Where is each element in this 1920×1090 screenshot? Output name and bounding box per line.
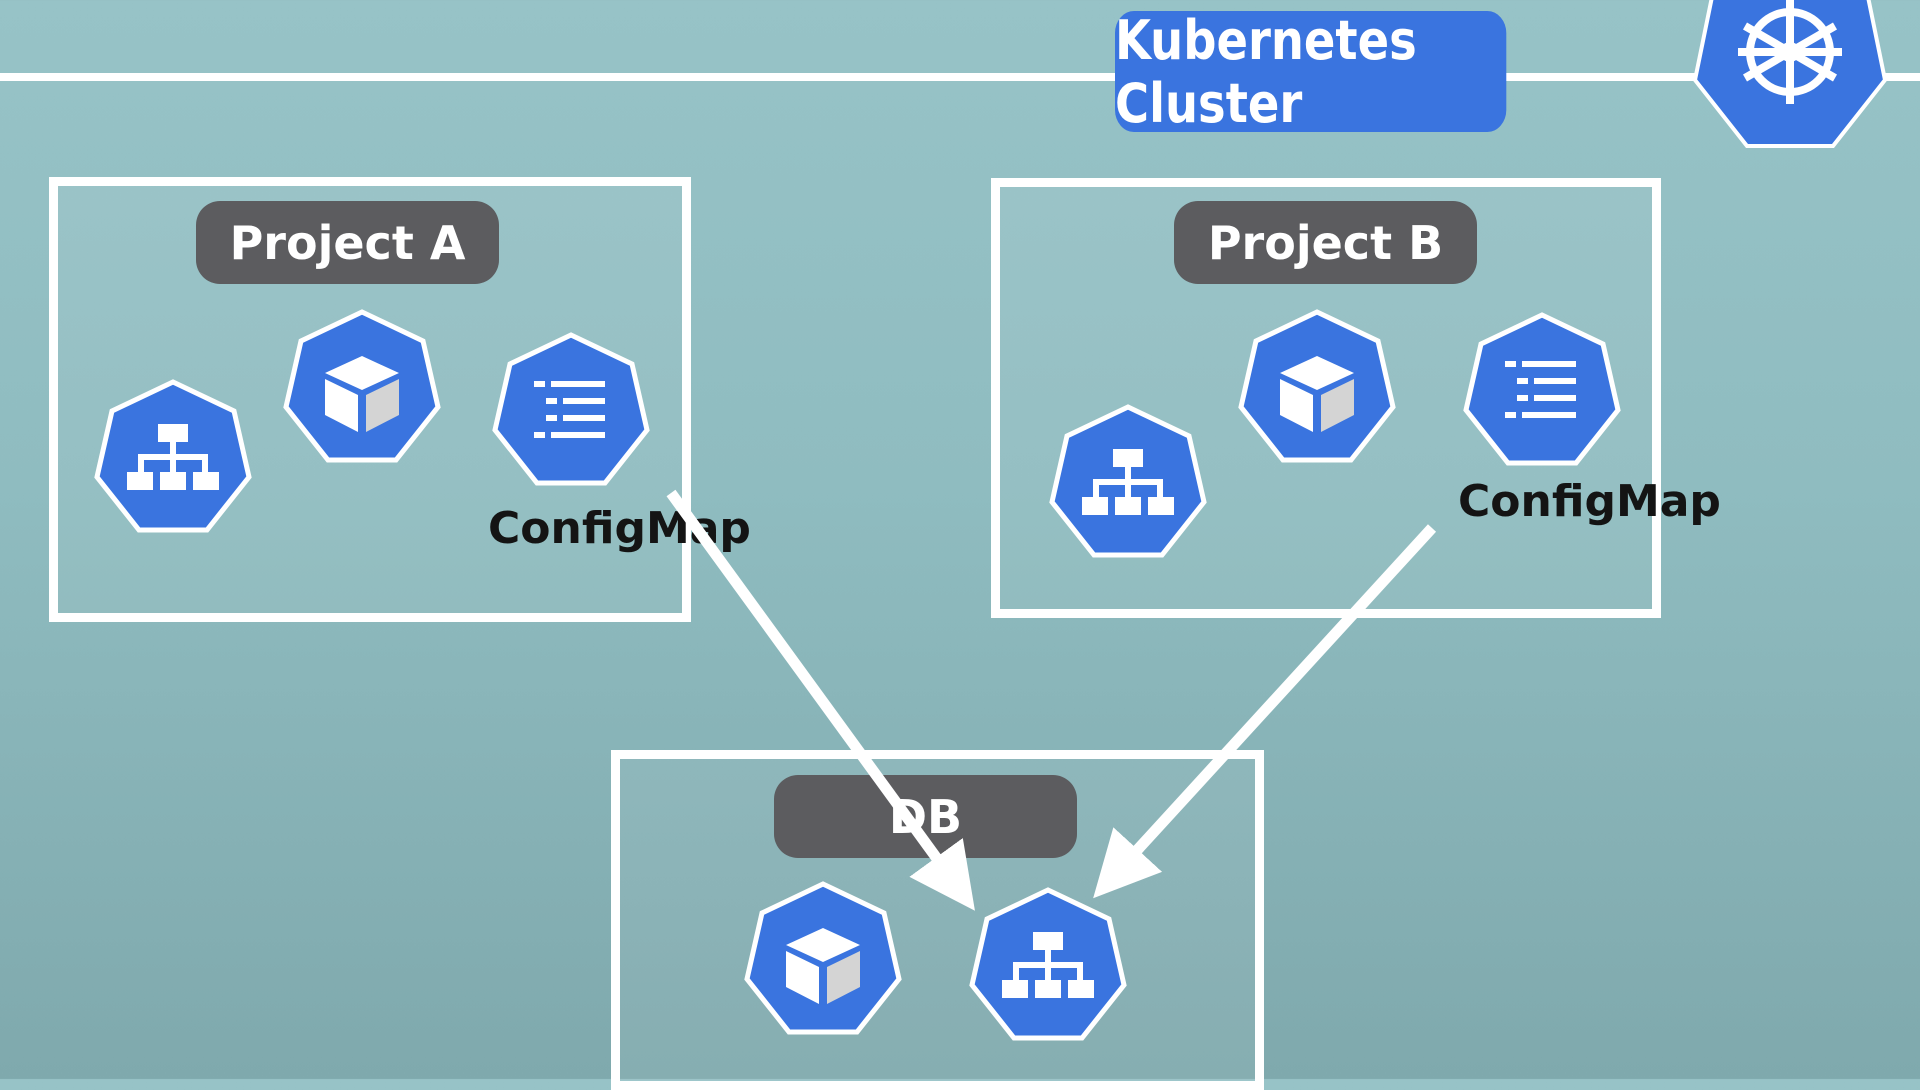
kubernetes-helm-icon bbox=[1692, 0, 1888, 148]
cluster-label: Kubernetes Cluster bbox=[1115, 9, 1507, 135]
project-a-label: Project A bbox=[196, 201, 499, 284]
arrow-project-a-to-db bbox=[666, 489, 975, 911]
cluster-boundary-line bbox=[0, 73, 1920, 81]
project-b-label: Project B bbox=[1174, 201, 1477, 284]
arrow-project-b-to-db bbox=[1093, 524, 1437, 899]
project-b-configmap-label: ConfigMap bbox=[1458, 476, 1721, 527]
